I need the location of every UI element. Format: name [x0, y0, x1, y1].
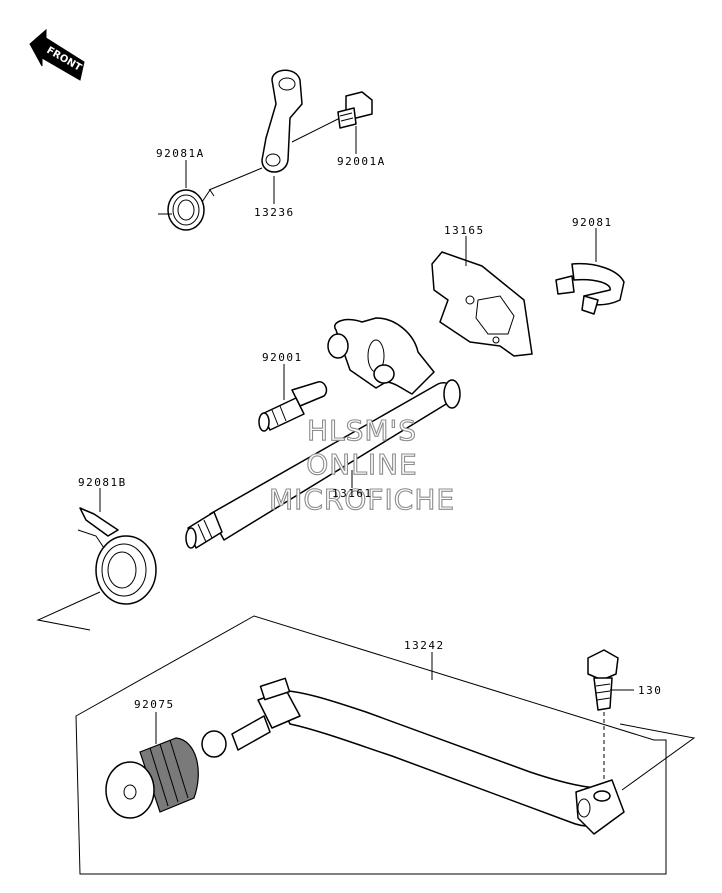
watermark-line1: HLSM'S: [307, 414, 417, 447]
part-labels: 92081A 13236 92001A 13165 92081 92001 13…: [78, 147, 662, 711]
watermark-line3: MICROFICHE: [269, 483, 455, 516]
leader-92081b-tail: [36, 591, 101, 631]
label-92081a: 92081A: [156, 147, 205, 160]
label-92081: 92081: [572, 216, 613, 229]
label-13236: 13236: [254, 206, 295, 219]
label-130: 130: [638, 684, 662, 697]
label-92001: 92001: [262, 351, 303, 364]
lever-frame: [75, 615, 696, 875]
label-13165: 13165: [444, 224, 485, 237]
bracket-13236: [208, 69, 341, 191]
rubber-92075: [105, 737, 199, 819]
spring-92081b: [77, 507, 157, 605]
front-arrow-icon: [29, 28, 85, 81]
watermark: HLSM'S ONLINE MICROFICHE: [268, 413, 455, 516]
label-92075: 92075: [134, 698, 175, 711]
label-92001a: 92001A: [337, 155, 386, 168]
lever-13242: [201, 677, 625, 835]
bolt-130: [587, 649, 619, 782]
plate-13165: [431, 251, 533, 357]
leaders: [99, 126, 634, 744]
bolt-92001a: [337, 91, 373, 129]
label-13161: 13161: [332, 487, 373, 500]
label-92081b: 92081B: [78, 476, 127, 489]
front-badge: FRONT: [29, 28, 85, 81]
clip-92081: [555, 262, 625, 315]
bolt-92001: [258, 381, 328, 432]
shaft-13161: [185, 317, 461, 549]
label-13242: 13242: [404, 639, 445, 652]
spring-92081a: [158, 189, 215, 231]
watermark-line2: ONLINE: [306, 448, 417, 481]
